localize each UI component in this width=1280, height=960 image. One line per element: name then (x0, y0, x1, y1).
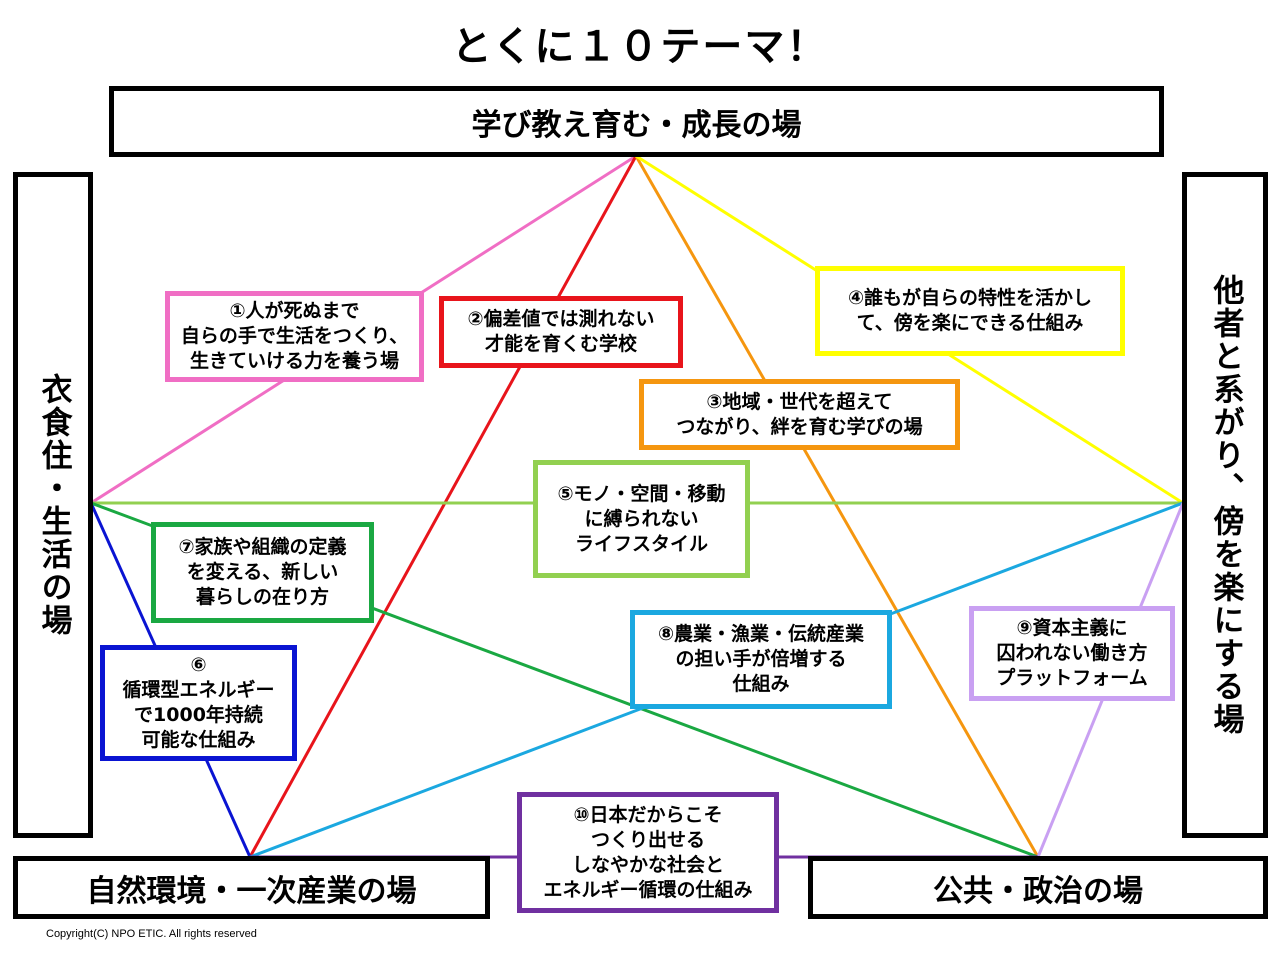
theme-7-line-3: 暮らしの在り方 (195, 586, 329, 608)
field-bottom-right: 公共・政治の場 (808, 856, 1268, 919)
theme-2-line-1: ②偏差値では測れない (467, 308, 655, 330)
theme-box-1: ①人が死ぬまで 自らの手で生活をつくり、 生きていける力を養う場 (165, 291, 424, 382)
theme-4-line-1: ④誰もが自らの特性を活かし (847, 287, 1093, 309)
theme-5-line-1: ⑤モノ・空間・移動 (557, 482, 726, 505)
theme-10-line-2: つくり出せる (590, 828, 705, 851)
theme-box-4: ④誰もが自らの特性を活かし て、傍を楽にできる仕組み (815, 266, 1125, 356)
theme-6-line-2: 循環型エネルギー (122, 679, 275, 701)
theme-3-line-1: ③地域・世代を超えて (706, 390, 893, 413)
theme-box-7: ⑦家族や組織の定義 を変える、新しい 暮らしの在り方 (151, 522, 374, 623)
theme-10-line-1: ⑩日本だからこそ (573, 803, 723, 826)
theme-1-line-1: ①人が死ぬまで (229, 300, 360, 322)
field-left-label: 衣食住・生活の場 (35, 373, 72, 637)
theme-7-line-2: を変える、新しい (186, 561, 339, 583)
theme-5-line-3: ライフスタイル (574, 532, 708, 555)
theme-8-line-2: の担い手が倍増する (675, 648, 847, 670)
theme-box-10: ⑩日本だからこそ つくり出せる しなやかな社会と エネルギー循環の仕組み (517, 792, 779, 913)
theme-10-line-4: エネルギー循環の仕組み (543, 878, 753, 901)
theme-10-line-3: しなやかな社会と (571, 853, 724, 876)
theme-box-9: ⑨資本主義に 囚われない働き方 プラットフォーム (969, 606, 1175, 701)
theme-7-line-1: ⑦家族や組織の定義 (178, 536, 347, 558)
theme-box-8: ⑧農業・漁業・伝統産業 の担い手が倍増する 仕組み (630, 610, 892, 709)
line-red (248, 155, 638, 858)
theme-box-3: ③地域・世代を超えて つながり、絆を育む学びの場 (639, 379, 960, 450)
theme-box-5: ⑤モノ・空間・移動 に縛られない ライフスタイル (533, 460, 750, 578)
theme-box-6: ⑥ 循環型エネルギー で1000年持続 可能な仕組み (100, 645, 297, 761)
theme-6-line-1: ⑥ (190, 654, 207, 676)
theme-8-line-1: ⑧農業・漁業・伝統産業 (657, 623, 865, 645)
theme-4-line-2: て、傍を楽にできる仕組み (856, 312, 1084, 334)
theme-9-line-3: プラットフォーム (996, 667, 1148, 689)
field-right: 他者と系がり、傍を楽にする場 (1182, 172, 1268, 838)
field-right-label: 他者と系がり、傍を楽にする場 (1207, 274, 1244, 736)
field-bottom-right-label: 公共・政治の場 (933, 873, 1143, 909)
field-bottom-left: 自然環境・一次産業の場 (13, 856, 490, 919)
theme-box-2: ②偏差値では測れない 才能を育くむ学校 (439, 296, 683, 368)
theme-9-line-1: ⑨資本主義に (1016, 617, 1128, 639)
theme-3-line-2: つながり、絆を育む学びの場 (676, 415, 923, 438)
theme-5-line-2: に縛られない (584, 507, 699, 530)
field-left: 衣食住・生活の場 (13, 172, 93, 838)
theme-6-line-4: 可能な仕組み (141, 729, 256, 751)
line-orange (634, 155, 1040, 858)
copyright-text: Copyright(C) NPO ETIC. All rights reserv… (46, 928, 257, 940)
field-bottom-left-label: 自然環境・一次産業の場 (86, 873, 417, 909)
page-title: とくに１０テーマ！ (451, 24, 829, 70)
theme-6-line-3: で1000年持続 (134, 704, 263, 726)
theme-1-line-3: 生きていける力を養う場 (189, 350, 399, 372)
theme-1-line-2: 自らの手で生活をつくり、 (180, 325, 409, 347)
theme-2-line-2: 才能を育くむ学校 (484, 333, 637, 355)
field-top-label: 学び教え育む・成長の場 (471, 107, 802, 143)
theme-8-line-3: 仕組み (732, 673, 790, 695)
theme-9-line-2: 囚われない働き方 (996, 642, 1148, 664)
field-top: 学び教え育む・成長の場 (109, 86, 1164, 157)
